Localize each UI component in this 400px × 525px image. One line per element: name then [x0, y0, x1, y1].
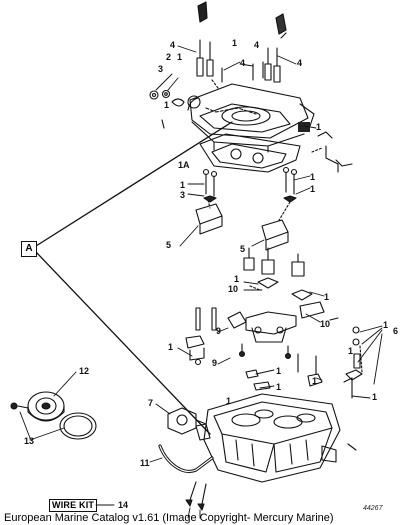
- o-ring: [59, 412, 97, 440]
- callout-9-a: 9: [216, 326, 222, 336]
- callout-4-b: 4: [240, 58, 246, 68]
- callout-4-a: 4: [170, 40, 176, 50]
- callout-1-l: 1: [312, 376, 318, 386]
- leader-lines: [19, 45, 383, 519]
- callout-1-o: 1: [164, 100, 170, 110]
- throttle-rod: [311, 131, 353, 173]
- callout-11: 11: [140, 458, 150, 468]
- venturi-cluster: [185, 307, 297, 366]
- small-hardware: [245, 353, 353, 399]
- reference-lines: [35, 121, 233, 435]
- callout-1-e: 1: [310, 184, 316, 194]
- callout-5-a: 5: [166, 240, 172, 250]
- callout-12: 12: [79, 366, 90, 376]
- callout-1a: 1A: [178, 160, 190, 170]
- accelerator-pistons: [243, 247, 313, 301]
- callout-1-g: 1: [324, 292, 330, 302]
- reference-tag-a: A: [21, 241, 37, 257]
- fuel-hose: [158, 444, 214, 473]
- callout-1-c: 1: [180, 180, 186, 190]
- illustration-number: 44267: [363, 505, 383, 512]
- callout-1-k: 1: [276, 382, 282, 392]
- callout-1-f: 1: [234, 274, 240, 284]
- top-cover: [187, 83, 315, 153]
- callout-1-p: 1: [232, 38, 238, 48]
- callout-4-d: 4: [254, 40, 260, 50]
- callout-13: 13: [24, 436, 35, 446]
- gasket: [199, 133, 301, 173]
- bottom-screws: [185, 443, 357, 511]
- mid-screws: [202, 166, 298, 203]
- callout-6: 6: [393, 326, 399, 336]
- callout-1-h: 1: [383, 320, 389, 330]
- wire-kit-label: WIRE KIT: [49, 499, 98, 512]
- callout-1-q: 1: [348, 346, 354, 356]
- callout-7: 7: [148, 398, 154, 408]
- right-levers: [299, 301, 363, 381]
- callout-3-a: 3: [158, 64, 164, 74]
- callout-2: 2: [166, 52, 172, 62]
- callout-1-m: 1: [372, 392, 378, 402]
- top-wedge-parts: [197, 1, 287, 35]
- callout-14: 14: [118, 500, 129, 510]
- callout-1-d: 1: [310, 172, 316, 182]
- callout-3-b: 3: [180, 190, 186, 200]
- callout-10-b: 10: [320, 319, 331, 329]
- callout-1-j: 1: [276, 366, 282, 376]
- callout-9-b: 9: [212, 358, 218, 368]
- pump-assembly: [167, 407, 207, 435]
- callout-10-a: 10: [228, 284, 239, 294]
- callout-5-b: 5: [240, 244, 246, 254]
- callout-4-c: 4: [297, 58, 303, 68]
- metering-housings: [195, 199, 291, 251]
- left-washers: [149, 89, 185, 129]
- callout-1-b: 1: [316, 122, 322, 132]
- callout-1-n: 1: [226, 396, 232, 406]
- carburetor-body: [195, 393, 341, 483]
- float-assembly: [10, 391, 65, 422]
- image-caption: European Marine Catalog v1.61 (Image Cop…: [4, 512, 334, 524]
- callout-1-i: 1: [168, 342, 174, 352]
- upper-jets: [196, 32, 287, 89]
- callout-1-a: 1: [177, 52, 183, 62]
